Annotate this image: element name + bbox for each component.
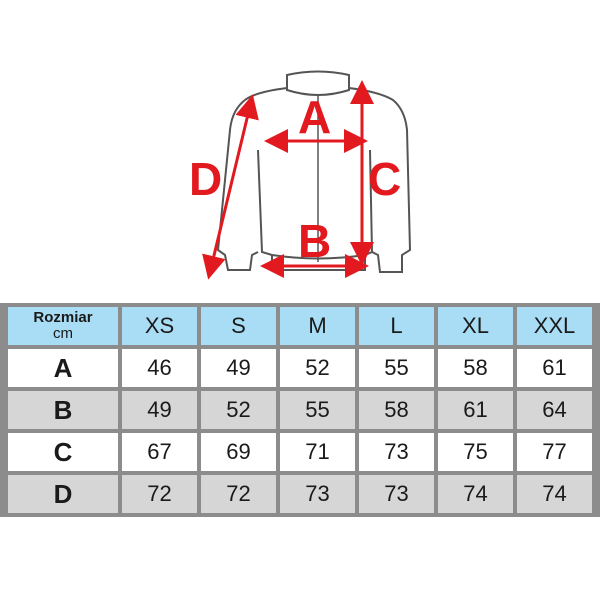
size-table: Rozmiar cm XS S M L XL XXL A 46 49 52 55…: [4, 303, 596, 517]
label-c: C: [368, 153, 401, 205]
table-cell: 64: [517, 391, 592, 429]
table-cell: 73: [280, 475, 355, 513]
table-row: A 46 49 52 55 58 61: [8, 349, 592, 387]
header-unit: cm: [53, 325, 73, 342]
sweatshirt-diagram-svg: A B C D: [189, 70, 412, 280]
table-cell: 74: [438, 475, 513, 513]
table-cell: 72: [201, 475, 276, 513]
table-row: D 72 72 73 73 74 74: [8, 475, 592, 513]
size-header-l: L: [359, 307, 434, 345]
table-cell: 46: [122, 349, 197, 387]
table-cell: 49: [122, 391, 197, 429]
table-cell: 52: [201, 391, 276, 429]
table-row: C 67 69 71 73 75 77: [8, 433, 592, 471]
row-label: C: [8, 433, 118, 471]
table-cell: 73: [359, 433, 434, 471]
table-cell: 55: [280, 391, 355, 429]
header-label: Rozmiar: [33, 309, 93, 326]
table-cell: 61: [517, 349, 592, 387]
table-cell: 52: [280, 349, 355, 387]
row-label: B: [8, 391, 118, 429]
size-header-xl: XL: [438, 307, 513, 345]
label-b: B: [298, 215, 331, 267]
measure-d-arrow: [202, 94, 259, 280]
size-header-row: Rozmiar cm XS S M L XL XXL: [8, 307, 592, 345]
table-cell: 67: [122, 433, 197, 471]
table-cell: 55: [359, 349, 434, 387]
size-header-xxl: XXL: [517, 307, 592, 345]
table-cell: 74: [517, 475, 592, 513]
table-cell: 69: [201, 433, 276, 471]
size-header-xs: XS: [122, 307, 197, 345]
sweatshirt-diagram: A B C D: [189, 70, 412, 280]
table-cell: 72: [122, 475, 197, 513]
table-row: B 49 52 55 58 61 64: [8, 391, 592, 429]
label-d: D: [189, 153, 222, 205]
table-cell: 49: [201, 349, 276, 387]
table-cell: 58: [438, 349, 513, 387]
table-cell: 61: [438, 391, 513, 429]
table-cell: 73: [359, 475, 434, 513]
table-cell: 58: [359, 391, 434, 429]
size-header-m: M: [280, 307, 355, 345]
row-label: D: [8, 475, 118, 513]
label-a: A: [298, 91, 331, 143]
header-corner-cell: Rozmiar cm: [8, 307, 118, 345]
size-table-container: Rozmiar cm XS S M L XL XXL A 46 49 52 55…: [0, 303, 600, 517]
row-label: A: [8, 349, 118, 387]
size-header-s: S: [201, 307, 276, 345]
table-cell: 71: [280, 433, 355, 471]
table-cell: 75: [438, 433, 513, 471]
table-cell: 77: [517, 433, 592, 471]
